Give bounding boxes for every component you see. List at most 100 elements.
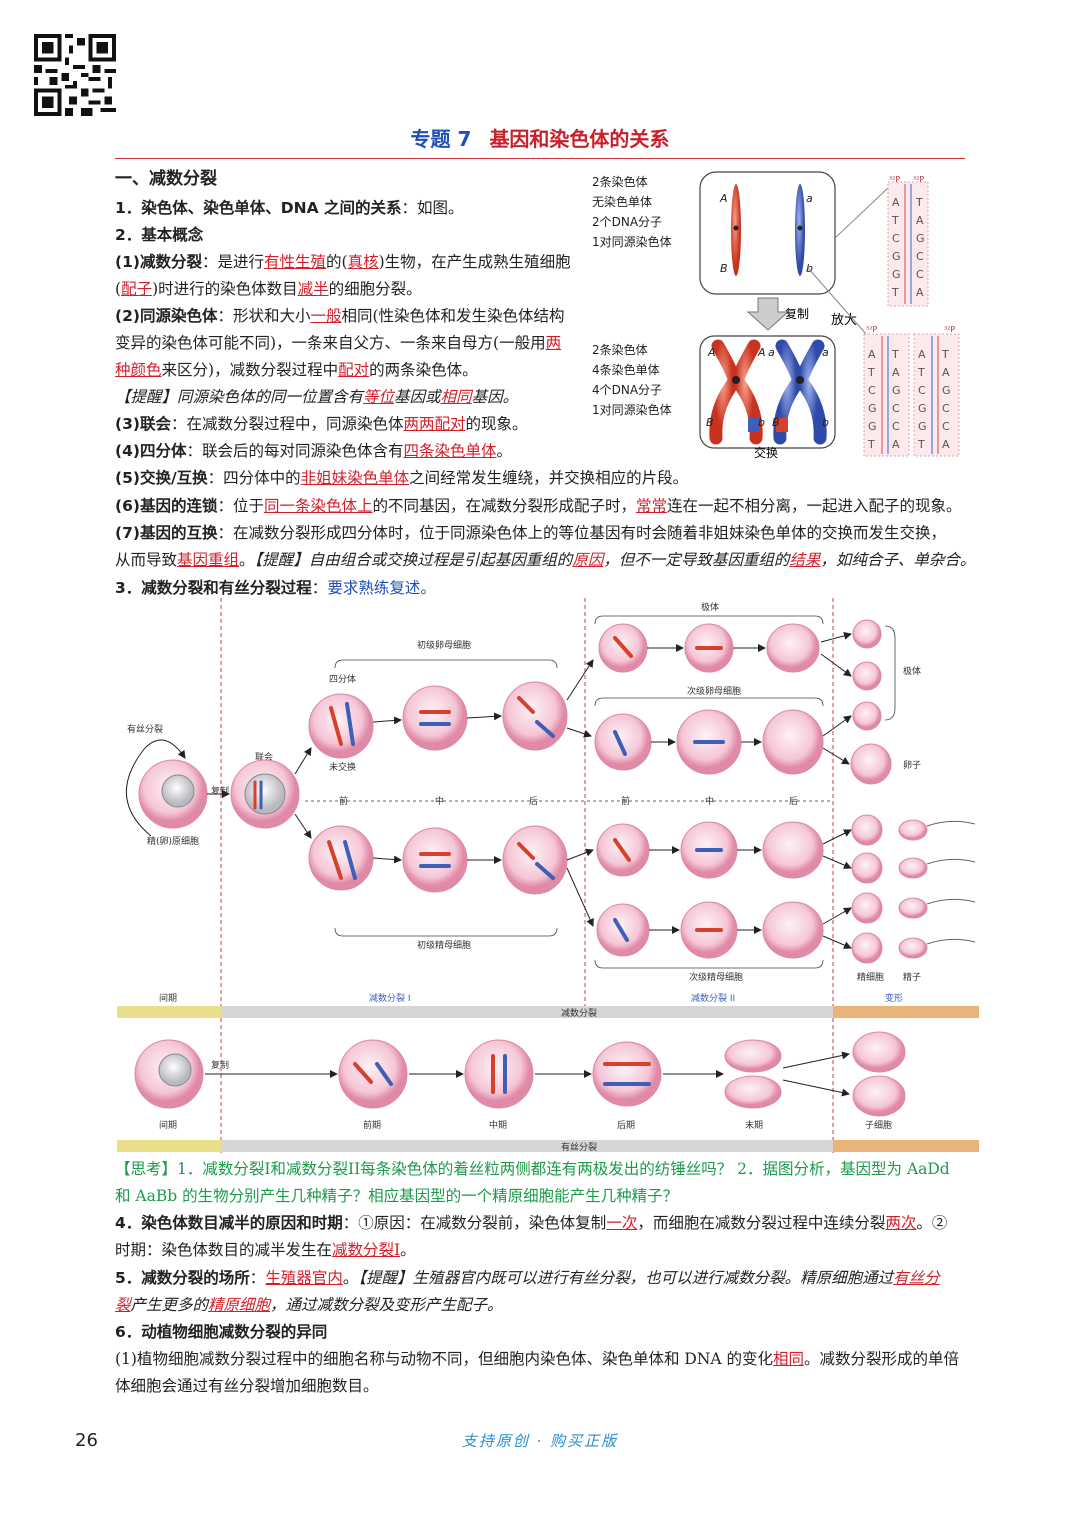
secondary-oocyte-label: 次级卵母细胞: [687, 685, 741, 697]
phase-ana-2: 后: [789, 796, 798, 807]
phase-pro-1: 前: [339, 795, 348, 807]
spermatid-label: 精细胞: [857, 971, 884, 983]
topic-title: 基因和染色体的关系: [489, 127, 670, 151]
svg-text:G: G: [868, 420, 877, 433]
no-swap-label: 未交换: [329, 761, 356, 773]
svg-text:G: G: [918, 420, 927, 433]
copy-label: 复制: [785, 307, 809, 321]
primary-spermatocyte-label: 初级精母细胞: [417, 939, 471, 951]
line-10: (4)四分体：联会后的每对同源染色体含有四条染色单体。: [115, 442, 512, 460]
line-2: 2．基本概念: [115, 226, 204, 244]
polar-body-right-label: 极体: [903, 665, 921, 677]
qr-code: [34, 34, 116, 116]
svg-text:T: T: [917, 438, 925, 451]
phase-meta-1: 中: [435, 795, 444, 807]
line-8: 【提醒】同源染色体的同一位置含有等位基因或相同基因。: [115, 388, 519, 406]
bar-mitosis-label: 有丝分裂: [561, 1141, 597, 1153]
mit-stage-5: 子细胞: [865, 1119, 892, 1131]
mit-stage-1: 前期: [363, 1119, 381, 1131]
svg-text:C: C: [916, 250, 924, 263]
body-line-5b: 裂产生更多的精原细胞，通过减数分裂及变形产生配子。: [115, 1296, 503, 1314]
section-heading: 一、减数分裂: [115, 169, 217, 189]
svg-text:C: C: [942, 420, 950, 433]
mit-stage-0: 间期: [159, 1119, 177, 1131]
svg-text:G: G: [892, 250, 901, 263]
svg-text:T: T: [915, 196, 923, 209]
gene-b-top: b: [806, 262, 813, 275]
bottom-label-1: 4条染色单体: [592, 362, 660, 377]
line-9: (3)联会：在减数分裂过程中，同源染色体两两配对的现象。: [115, 415, 528, 433]
line-3: (1)减数分裂：是进行有性生殖的(真核)生物，在产生成熟生殖细胞: [115, 253, 571, 271]
svg-text:³²P: ³²P: [889, 175, 900, 184]
meiosis-mitosis-figure: 有丝分裂 精(卵)原细胞 复制 联会 四分体 未交换 交换 初级卵母细胞 初级精…: [117, 598, 979, 1153]
svg-text:T: T: [891, 348, 899, 361]
secondary-spermatocyte-label: 次级精母细胞: [689, 971, 743, 983]
bottom-label-2: 4个DNA分子: [592, 383, 662, 397]
copy-label-meiosis: 复制: [211, 785, 229, 797]
bottom-label-3: 1对同源染色体: [592, 402, 672, 417]
svg-text:G: G: [892, 268, 901, 281]
svg-text:G: G: [918, 402, 927, 415]
think-line-2: 和 AaBb 的生物分别产生几种精子？相应基因型的一个精原细胞能产生几种精子？: [115, 1187, 679, 1205]
svg-text:G: G: [868, 402, 877, 415]
mit-stage-3: 后期: [617, 1120, 635, 1131]
gene-a-top: a: [806, 192, 813, 205]
svg-text:G: G: [892, 384, 901, 397]
gene-A2-bottom: A: [757, 346, 766, 359]
svg-text:C: C: [868, 384, 876, 397]
topic-number: 专题 7: [410, 127, 472, 151]
top-label-1: 无染色单体: [592, 194, 652, 209]
origin-cell-label: 精(卵)原细胞: [147, 835, 199, 847]
copy-arrow: [746, 297, 790, 331]
title-rule: [115, 158, 965, 159]
think-line-1: 【思考】1．减数分裂I和减数分裂II每条染色体的着丝粒两侧都连有两极发出的纺锤丝…: [115, 1160, 950, 1178]
svg-text:T: T: [867, 366, 875, 379]
bottom-label-0: 2条染色体: [592, 342, 648, 357]
gene-a-bottom: a: [768, 346, 775, 359]
tetrad-label: 四分体: [329, 673, 356, 685]
bar-meiosis2-label: 减数分裂 II: [691, 992, 735, 1004]
line-11: (5)交换/互换：四分体中的非姐妹染色单体之间经常发生缠绕，并交换相应的片段。: [115, 469, 689, 487]
phase-pro-2: 前: [621, 795, 630, 807]
gene-B2-bottom: B: [772, 416, 780, 429]
svg-text:C: C: [916, 268, 924, 281]
line-1: 1．染色体、染色单体、DNA 之间的关系：如图。: [115, 199, 464, 217]
body-line-6a: (1)植物细胞减数分裂过程中的细胞名称与动物不同，但细胞内染色体、染色单体和 D…: [115, 1350, 960, 1368]
chromosome-marks: [253, 636, 725, 942]
meiosis-cells: [138, 619, 928, 964]
bar-meiosis1-label: 减数分裂 I: [369, 992, 411, 1004]
svg-text:A: A: [918, 348, 926, 361]
svg-text:G: G: [916, 232, 925, 245]
line-5: (2)同源染色体：形状和大小一般相同(性染色体和发生染色体结构: [115, 307, 565, 325]
bar-transform-label: 变形: [885, 992, 903, 1004]
chromosome-dna-figure: 2条染色体 无染色单体 2个DNA分子 1对同源染色体 2条染色体 4条染色单体…: [592, 171, 960, 460]
svg-text:T: T: [867, 438, 875, 451]
svg-text:C: C: [942, 402, 950, 415]
svg-text:A: A: [916, 286, 924, 299]
body-line-5a: 5．减数分裂的场所：生殖器官内。【提醒】生殖器官内既可以进行有丝分裂，也可以进行…: [115, 1269, 940, 1287]
svg-text:T: T: [941, 348, 949, 361]
svg-text:C: C: [918, 384, 926, 397]
gene-b-bottom: b: [758, 416, 765, 429]
mit-stage-4: 末期: [745, 1119, 763, 1131]
enlarge-label: 放大: [831, 313, 857, 328]
svg-text:³²P: ³²P: [866, 325, 877, 334]
body-line-6b: 体细胞会通过有丝分裂增加细胞数目。: [115, 1377, 379, 1395]
egg-label: 卵子: [903, 760, 921, 771]
top-label-0: 2条染色体: [592, 174, 648, 189]
svg-text:A: A: [916, 214, 924, 227]
svg-text:A: A: [868, 348, 876, 361]
primary-oocyte-label: 初级卵母细胞: [417, 639, 471, 651]
svg-text:³²P: ³²P: [944, 325, 955, 334]
mitosis-timeline: 有丝分裂: [117, 1140, 979, 1153]
top-label-2: 2个DNA分子: [592, 215, 662, 229]
line-7: 种颜色来区分)，减数分裂过程中配对的两条染色体。: [115, 361, 478, 379]
body-line-4a: 4．染色体数目减半的原因和时期：①原因：在减数分裂前，染色体复制一次，而细胞在减…: [115, 1214, 948, 1232]
line-14: 从而导致基因重组。【提醒】自由组合或交换过程是引起基因重组的原因，但不一定导致基…: [115, 551, 976, 569]
line-4: (配子)时进行的染色体数目减半的细胞分裂。: [115, 280, 422, 298]
gene-B-bottom: B: [706, 416, 714, 429]
svg-text:A: A: [892, 438, 900, 451]
mitosis-cells: [134, 1031, 906, 1117]
phase-ana-1: 后: [529, 796, 538, 807]
